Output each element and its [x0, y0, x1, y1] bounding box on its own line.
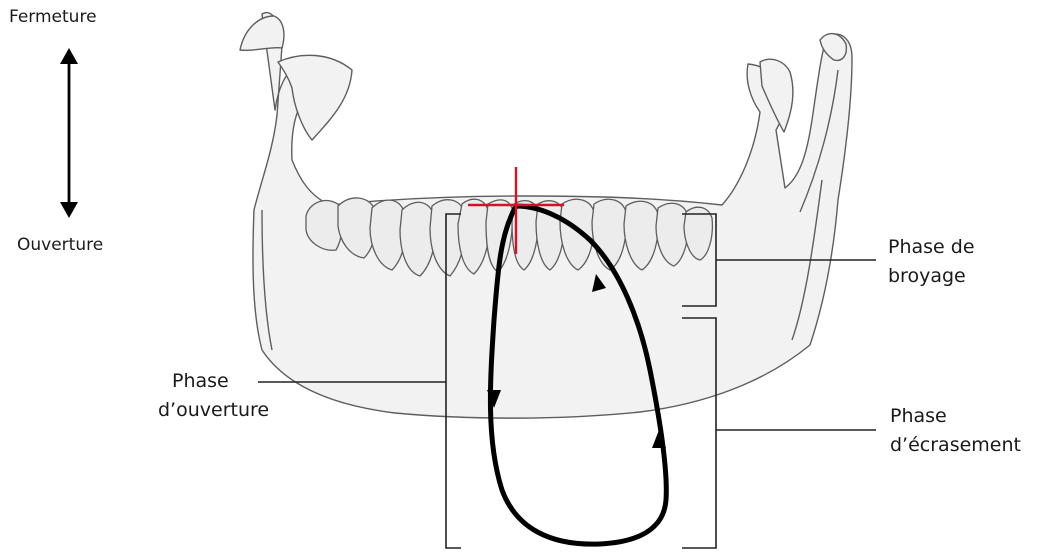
label-phase-broyage-line1: Phase de [888, 233, 975, 262]
label-phase-ouverture-line1: Phase [158, 367, 269, 396]
arrowhead-up [60, 48, 78, 64]
label-phase-ecrasement-line1: Phase [890, 402, 1021, 431]
label-fermeture: Fermeture [9, 6, 97, 28]
label-phase-broyage-line2: broyage [888, 262, 975, 291]
label-phase-ouverture: Phase d’ouverture [158, 367, 269, 425]
label-phase-ecrasement-line2: d’écrasement [890, 431, 1021, 460]
arrowhead-down [60, 202, 78, 218]
label-phase-ouverture-line2: d’ouverture [158, 396, 269, 425]
left-condyle [240, 16, 284, 50]
label-phase-ecrasement: Phase d’écrasement [890, 402, 1021, 460]
label-ouverture: Ouverture [17, 234, 103, 256]
label-phase-broyage: Phase de broyage [888, 233, 975, 291]
direction-arrow [60, 48, 78, 218]
